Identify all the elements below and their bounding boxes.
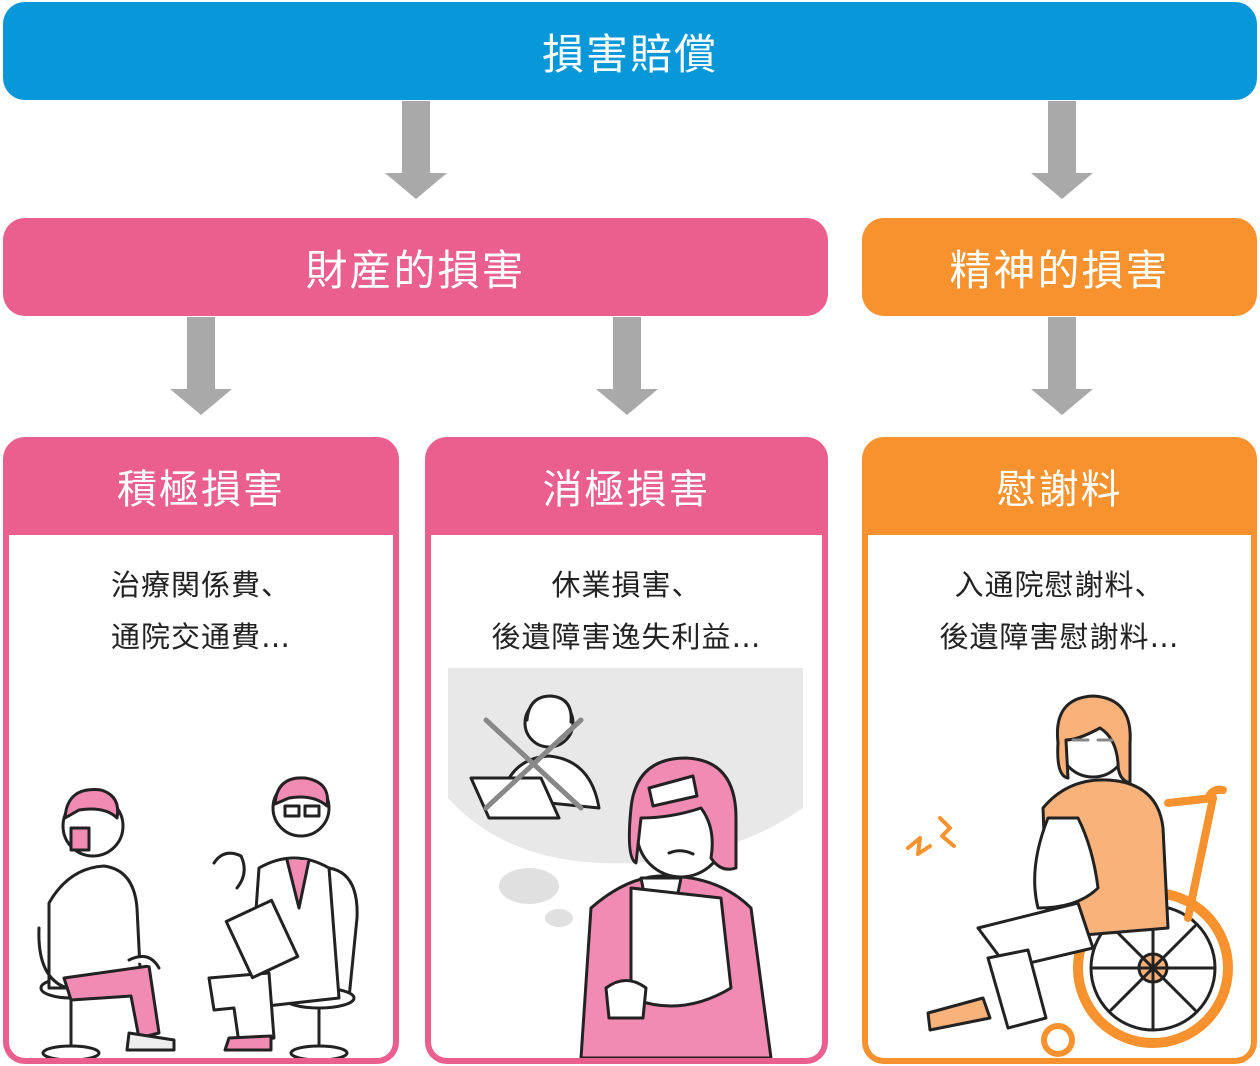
arrow-down-icon — [596, 317, 658, 415]
description-line: 後遺障害慰謝料… — [939, 620, 1180, 654]
card-description: 治療関係費、 通院交通費… — [9, 559, 393, 663]
consolation-money-card: 慰謝料 入通院慰謝料、 後遺障害慰謝料… — [862, 437, 1257, 1064]
mental-damage-title: 精神的損害 — [949, 245, 1170, 295]
property-damage-header: 財産的損害 — [3, 218, 828, 316]
description-line: 治療関係費、 — [110, 568, 291, 602]
damages-title: 損害賠償 — [541, 29, 718, 79]
card-description: 入通院慰謝料、 後遺障害慰謝料… — [868, 559, 1251, 663]
card-description: 休業損害、 後遺障害逸失利益… — [431, 559, 822, 663]
card-body: 入通院慰謝料、 後遺障害慰謝料… — [868, 535, 1251, 1058]
card-body: 治療関係費、 通院交通費… — [9, 535, 393, 1058]
property-damage-title: 財産的損害 — [305, 245, 526, 295]
arrow-down-icon — [385, 101, 447, 199]
wheelchair-patient-illustration — [906, 694, 1233, 1057]
description-line: 入通院慰謝料、 — [954, 568, 1165, 602]
active-damages-card: 積極損害 治療関係費、 通院交通費… — [3, 437, 399, 1064]
arrow-down-icon — [170, 317, 232, 415]
description-line: 休業損害、 — [551, 568, 702, 602]
card-body: 休業損害、 後遺障害逸失利益… — [431, 535, 822, 1058]
card-title: 積極損害 — [117, 467, 285, 513]
damages-header: 損害賠償 — [3, 2, 1257, 100]
description-line: 通院交通費… — [110, 620, 291, 654]
mental-damage-header: 精神的損害 — [862, 218, 1257, 316]
passive-damages-card: 消極損害 休業損害、 後遺障害逸失利益… — [425, 437, 828, 1064]
description-line: 後遺障害逸失利益… — [491, 620, 762, 654]
arrow-down-icon — [1031, 101, 1093, 199]
patient-doctor-illustration — [37, 776, 359, 1058]
injured-worker-illustration — [448, 668, 803, 1058]
arrow-down-icon — [1031, 317, 1093, 415]
card-title: 消極損害 — [542, 467, 711, 513]
card-title: 慰謝料 — [996, 467, 1123, 513]
